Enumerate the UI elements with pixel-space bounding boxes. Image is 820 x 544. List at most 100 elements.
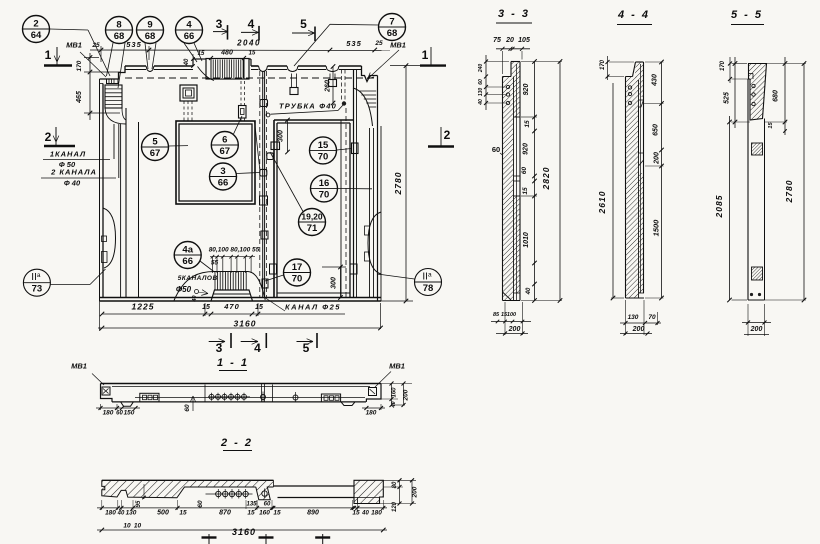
svg-text:2040: 2040 bbox=[236, 39, 261, 48]
svg-text:535: 535 bbox=[126, 40, 142, 49]
svg-text:15: 15 bbox=[249, 51, 256, 57]
svg-text:5: 5 bbox=[300, 17, 307, 31]
svg-text:15: 15 bbox=[352, 510, 360, 517]
svg-text:75: 75 bbox=[493, 37, 501, 44]
svg-text:4: 4 bbox=[248, 17, 255, 31]
svg-text:3160: 3160 bbox=[234, 318, 257, 328]
svg-text:10: 10 bbox=[134, 523, 142, 530]
svg-text:40: 40 bbox=[526, 287, 532, 295]
svg-text:68: 68 bbox=[145, 31, 156, 42]
svg-text:5КАНАЛОВ: 5КАНАЛОВ bbox=[178, 275, 218, 282]
svg-text:IIа: IIа bbox=[422, 272, 432, 283]
svg-text:60: 60 bbox=[184, 404, 191, 412]
svg-text:10: 10 bbox=[123, 523, 131, 530]
svg-text:470: 470 bbox=[223, 302, 240, 311]
svg-text:95: 95 bbox=[136, 500, 142, 507]
svg-text:15: 15 bbox=[273, 510, 281, 517]
svg-text:2820: 2820 bbox=[541, 167, 551, 191]
svg-text:2780: 2780 bbox=[393, 172, 403, 196]
svg-text:1500: 1500 bbox=[652, 219, 661, 237]
svg-text:15: 15 bbox=[501, 312, 508, 318]
svg-text:ТРУБКА Ф40: ТРУБКА Ф40 bbox=[279, 102, 337, 111]
svg-text:170: 170 bbox=[720, 60, 726, 71]
svg-text:64: 64 bbox=[31, 30, 42, 41]
svg-text:130: 130 bbox=[628, 314, 639, 321]
svg-text:15: 15 bbox=[522, 187, 529, 195]
svg-text:5: 5 bbox=[303, 341, 310, 355]
svg-text:80: 80 bbox=[392, 481, 398, 488]
svg-text:2: 2 bbox=[33, 19, 38, 30]
svg-text:6: 6 bbox=[222, 135, 227, 146]
svg-text:67: 67 bbox=[220, 146, 231, 157]
svg-text:150: 150 bbox=[124, 410, 135, 417]
svg-text:200: 200 bbox=[632, 326, 645, 333]
svg-text:IIа: IIа bbox=[31, 272, 41, 283]
svg-text:160: 160 bbox=[392, 387, 398, 398]
svg-text:430: 430 bbox=[652, 74, 659, 87]
svg-text:2610: 2610 bbox=[597, 191, 607, 215]
svg-text:70: 70 bbox=[648, 314, 656, 321]
svg-text:300: 300 bbox=[278, 130, 285, 142]
svg-text:2780: 2780 bbox=[784, 180, 794, 204]
svg-text:80,100 80,100 55: 80,100 80,100 55 bbox=[209, 247, 260, 254]
svg-text:МВ1: МВ1 bbox=[66, 41, 82, 50]
svg-text:60: 60 bbox=[264, 502, 271, 508]
svg-text:180: 180 bbox=[371, 510, 382, 517]
svg-text:15: 15 bbox=[198, 51, 205, 57]
svg-text:15: 15 bbox=[768, 122, 774, 129]
svg-text:9: 9 bbox=[147, 20, 152, 31]
svg-text:1: 1 bbox=[422, 48, 429, 62]
svg-text:МВ1: МВ1 bbox=[71, 362, 87, 371]
svg-text:920: 920 bbox=[523, 84, 530, 96]
svg-text:200: 200 bbox=[403, 389, 410, 401]
svg-text:66: 66 bbox=[184, 31, 195, 42]
svg-text:Ф 50: Ф 50 bbox=[59, 160, 76, 169]
svg-text:19,20: 19,20 bbox=[301, 212, 323, 222]
svg-text:170: 170 bbox=[76, 60, 83, 71]
svg-text:2085: 2085 bbox=[714, 195, 724, 219]
svg-text:15: 15 bbox=[247, 510, 255, 517]
svg-text:МВ1: МВ1 bbox=[390, 41, 406, 50]
svg-text:68: 68 bbox=[114, 31, 125, 42]
svg-text:67: 67 bbox=[150, 148, 161, 159]
svg-text:240: 240 bbox=[478, 64, 484, 74]
svg-text:200: 200 bbox=[412, 486, 419, 498]
svg-text:160: 160 bbox=[259, 510, 270, 517]
svg-text:535: 535 bbox=[346, 39, 362, 48]
svg-text:17: 17 bbox=[292, 262, 303, 273]
svg-text:71: 71 bbox=[307, 223, 318, 234]
svg-text:3: 3 bbox=[216, 341, 223, 355]
svg-text:1 - 1: 1 - 1 bbox=[217, 357, 249, 369]
svg-text:105: 105 bbox=[518, 37, 530, 44]
svg-text:260: 260 bbox=[325, 80, 332, 93]
svg-text:180: 180 bbox=[366, 410, 377, 417]
svg-text:170: 170 bbox=[600, 59, 606, 70]
svg-text:5 - 5: 5 - 5 bbox=[731, 9, 763, 21]
svg-text:70: 70 bbox=[292, 274, 303, 285]
svg-text:40: 40 bbox=[117, 511, 125, 517]
svg-text:60: 60 bbox=[197, 500, 204, 508]
svg-text:1: 1 bbox=[45, 48, 52, 62]
svg-text:4: 4 bbox=[186, 20, 192, 31]
svg-text:4: 4 bbox=[254, 341, 261, 355]
svg-text:60: 60 bbox=[478, 79, 484, 85]
svg-text:40: 40 bbox=[184, 58, 190, 66]
svg-text:40: 40 bbox=[192, 295, 198, 302]
svg-text:70: 70 bbox=[318, 151, 329, 162]
svg-text:3: 3 bbox=[220, 166, 225, 177]
svg-text:16: 16 bbox=[319, 178, 330, 189]
svg-text:200: 200 bbox=[654, 152, 661, 165]
svg-text:70: 70 bbox=[319, 189, 330, 200]
svg-text:525: 525 bbox=[724, 92, 731, 104]
svg-text:100: 100 bbox=[507, 312, 516, 318]
svg-text:135: 135 bbox=[246, 502, 257, 508]
svg-text:68: 68 bbox=[387, 28, 398, 39]
svg-text:55: 55 bbox=[211, 260, 219, 267]
svg-text:15: 15 bbox=[202, 304, 210, 311]
svg-text:180: 180 bbox=[105, 510, 116, 517]
svg-text:500: 500 bbox=[157, 510, 169, 517]
svg-text:КАНАЛ Ф25: КАНАЛ Ф25 bbox=[285, 303, 341, 312]
svg-text:7: 7 bbox=[389, 17, 394, 28]
svg-text:4а: 4а bbox=[182, 245, 193, 256]
svg-text:4 - 4: 4 - 4 bbox=[617, 9, 650, 21]
